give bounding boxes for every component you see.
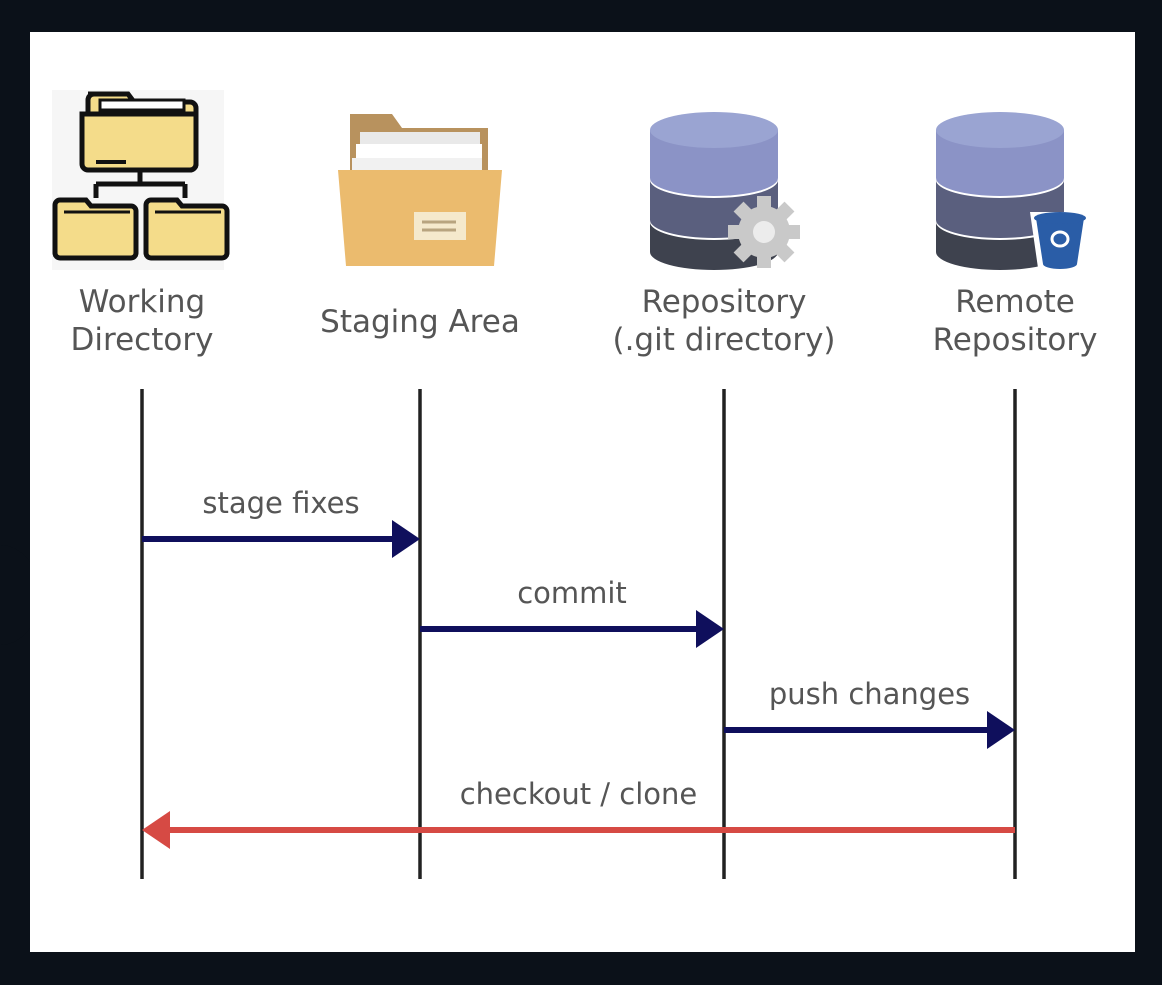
flow-label-2: push changes [769,677,970,711]
folder-tree-icon [52,90,230,270]
flow-label-0: stage fixes [202,486,359,520]
flow-arrow-head-0 [392,520,420,558]
flow-arrow-head-2 [987,711,1015,749]
lane-label-repo-0: Repository [642,284,807,320]
flow-label-1: commit [517,576,627,610]
lane-label-staging-0: Staging Area [320,304,520,340]
flow-arrow-head-3 [142,811,170,849]
lane-label-working-1: Directory [71,322,214,358]
lane-label-working-0: Working [79,284,205,320]
lane-label-remote-0: Remote [955,284,1075,320]
database-gear-icon [650,112,800,270]
open-folder-icon [338,114,502,266]
flow-label-3: checkout / clone [460,777,698,811]
lane-label-remote-1: Repository [933,322,1098,358]
lane-label-repo-1: (.git directory) [612,322,835,358]
flow-arrow-head-1 [696,610,724,648]
database-bucket-icon [936,112,1090,274]
